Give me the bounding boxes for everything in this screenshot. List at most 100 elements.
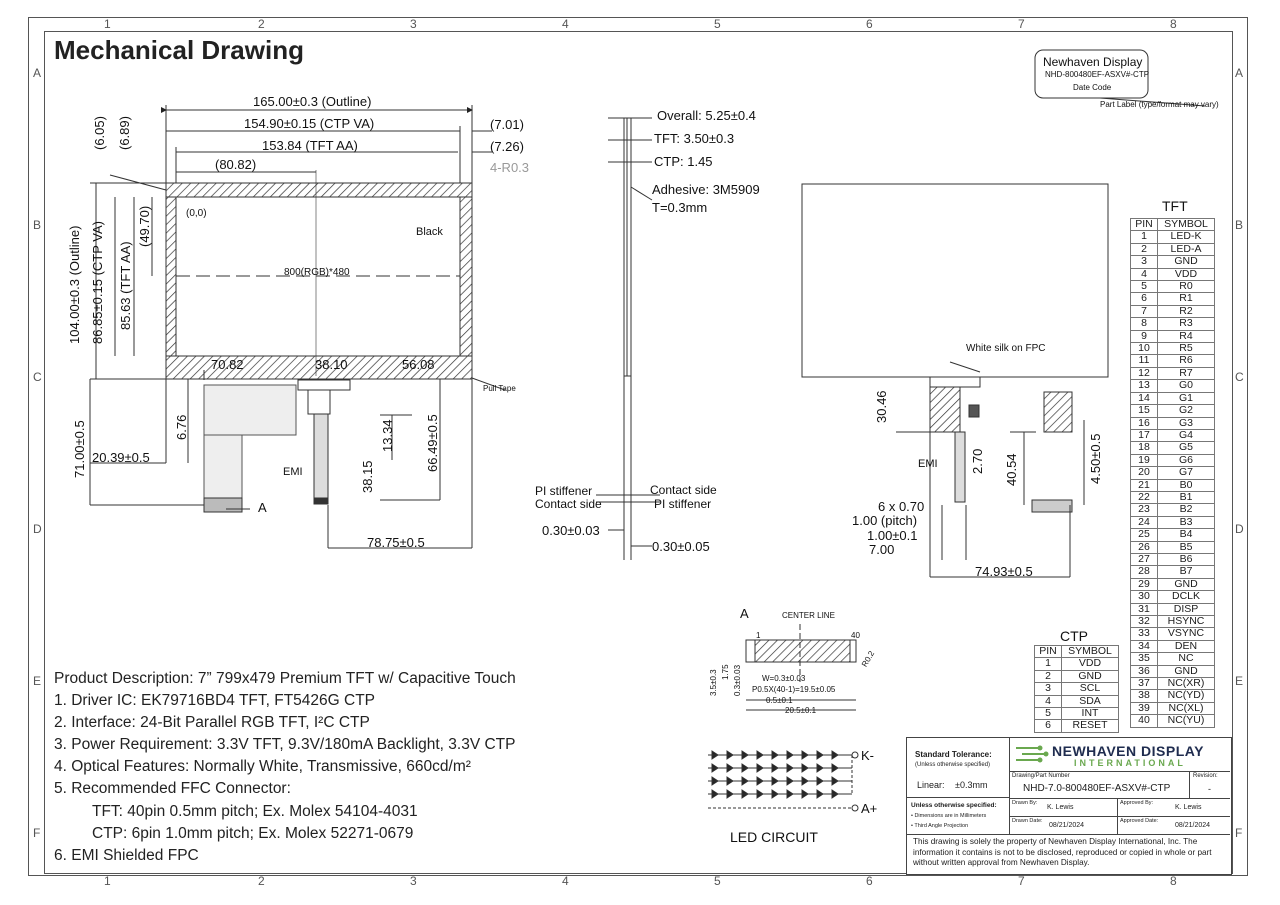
led-circuit-caption: LED CIRCUIT [730,829,818,845]
approved-by-label: Approved By: [1120,800,1154,806]
inner-frame [44,31,1233,874]
symbol-cell: GND [1157,577,1215,592]
dim-t2: (6.89) [117,116,132,150]
dim-030-left: 0.30±0.03 [542,523,600,538]
pin-cell: 2 [1130,242,1158,257]
desc-line: 2. Interface: 24-Bit Parallel RGB TFT, I… [54,714,370,732]
page-title: Mechanical Drawing [54,35,304,65]
h35-label: 3.5±0.3 [709,669,718,696]
symbol-cell: R7 [1157,366,1215,381]
dim-7875: 78.75±0.5 [367,535,425,550]
grid-row-label: C [33,370,42,384]
pin-cell: 15 [1130,404,1158,418]
tolerance-cell: Standard Tolerance: (Unless otherwise sp… [907,738,1010,798]
grid-row-label: A [1235,66,1244,80]
desc-line: 6. EMI Shielded FPC [54,846,199,864]
grid-col-label: 2 [258,874,265,888]
dim-450: 4.50±0.5 [1088,433,1103,484]
dim-7493: 74.93±0.5 [975,564,1033,579]
grid-col-label: 5 [714,17,721,31]
drawing-number: NHD-7.0-800480EF-ASXV#-CTP [1023,783,1171,794]
dim-pitch: 1.00 (pitch) [852,513,918,528]
led-k-label: K- [861,748,874,763]
pin-cell: 5 [1130,280,1158,294]
drawn-date-label: Drawn Date: [1012,818,1043,824]
dim-d2: 38.10 [315,357,348,372]
dim-100: 1.00±0.1 [867,528,918,543]
w-label: W=0.3±0.03 [762,674,806,683]
origin-label: (0,0) [186,208,207,219]
dim-700: 7.00 [869,542,895,557]
pi-stiffener-left: PI stiffener [535,484,593,498]
std-tol-label: Standard Tolerance: [915,750,992,759]
back-outline [801,183,1109,378]
pin-cell: 8 [1130,317,1158,331]
grid-row-label: D [33,522,42,536]
grid-col-label: 6 [866,874,873,888]
pin-cell: 21 [1130,478,1158,492]
symbol-cell: G1 [1157,391,1215,406]
dim-2039: 20.39±0.5 [92,450,150,465]
pin-cell: 36 [1130,664,1158,679]
ctp-table-title: CTP [1060,628,1088,644]
grid-col-label: 4 [562,874,569,888]
pin-cell: 26 [1130,540,1158,554]
drawn-by-label: Drawn By: [1012,800,1038,806]
pin-cell: 37 [1130,677,1158,691]
grid-row-label: D [1235,522,1244,536]
symbol-cell: NC(XR) [1157,677,1215,691]
pin-cell: 25 [1130,528,1158,542]
product-description: Product Description: 7” 799x479 Premium … [54,668,516,867]
grid-row-label: E [33,674,42,688]
pin-cell: 38 [1130,689,1158,703]
symbol-cell: G5 [1157,441,1215,455]
symbol-cell: GND [1061,669,1119,684]
detail-a-title: A [740,606,749,621]
pin-cell: 32 [1130,614,1158,629]
symbol-cell: B5 [1157,540,1215,554]
symbol-cell: HSYNC [1157,614,1215,629]
drawn-date-cell: Drawn Date: 08/21/2024 [1009,816,1118,835]
revision-cell: Revision: - [1190,771,1230,799]
pin-cell: 34 [1130,639,1158,654]
dim-ctp-thick: CTP: 1.45 [654,154,713,169]
pin1-label: 1 [756,631,761,640]
pin-cell: 2 [1034,669,1062,684]
dim-tft-aa-width: 153.84 (TFT AA) [262,138,358,153]
dim-6x070: 6 x 0.70 [878,499,925,514]
symbol-cell: B4 [1157,528,1215,542]
symbol-cell: RESET [1061,719,1119,733]
symbol-cell: B2 [1157,503,1215,517]
desc-line: TFT: 40pin 0.5mm pitch; Ex. Molex 54104-… [92,802,418,820]
pin-cell: 14 [1130,391,1158,406]
front-right-bezel [459,196,473,357]
pin-cell: 40 [1130,714,1158,728]
approved-date-cell: Approved Date: 08/21/2024 [1117,816,1230,835]
desc-line: Product Description: 7” 799x479 Premium … [54,670,516,687]
pin-cell: 12 [1130,366,1158,381]
symbol-cell: VDD [1157,267,1215,282]
approved-by: K. Lewis [1175,804,1202,811]
dim-676: 6.76 [174,414,189,440]
grid-col-label: 6 [866,17,873,31]
p05-label: P0.5X(40-1)=19.5±0.05 [752,685,836,694]
symbol-cell: B1 [1157,490,1215,505]
symbol-cell: NC(XL) [1157,701,1215,716]
